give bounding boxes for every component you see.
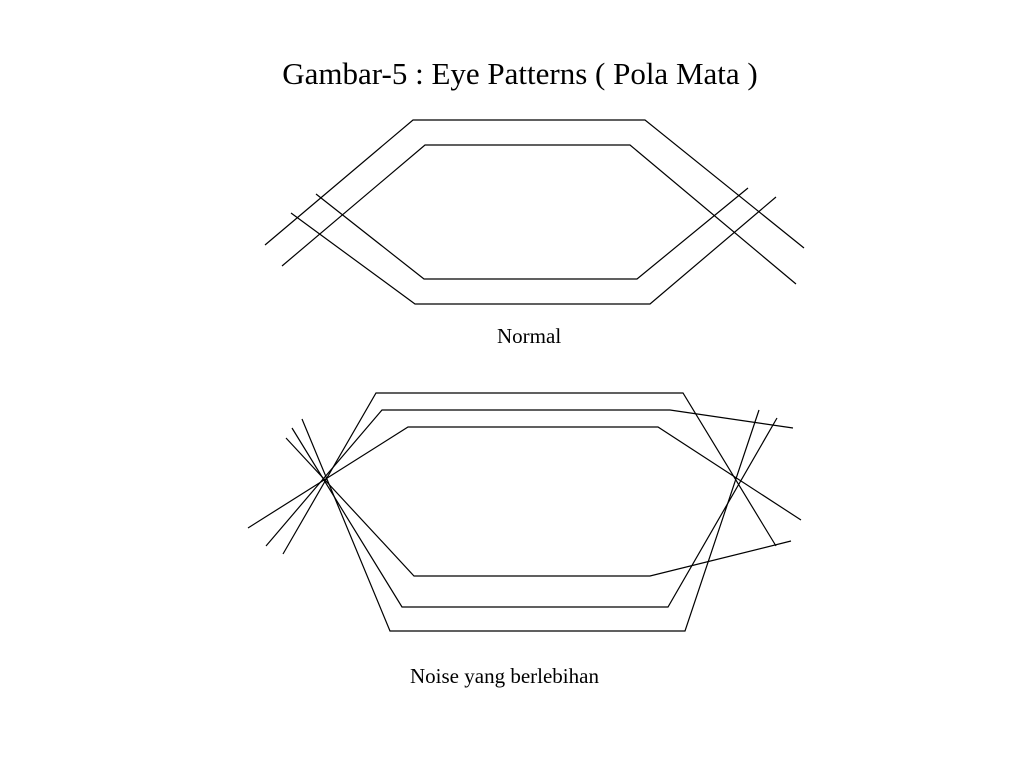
caption-normal: Normal <box>497 324 562 348</box>
eye-trace <box>285 437 792 577</box>
eye-outer-boundary <box>290 196 777 305</box>
eye-inner-boundary <box>281 144 797 285</box>
eye-trace <box>282 392 777 555</box>
eye-outer-boundary <box>264 119 805 249</box>
eye-trace <box>247 426 802 529</box>
eye-trace <box>301 409 760 632</box>
slide-title: Gambar-5 : Eye Patterns ( Pola Mata ) <box>282 56 758 91</box>
eye-inner-boundary <box>315 187 749 280</box>
eye-trace <box>291 417 778 608</box>
eye-trace <box>265 409 794 547</box>
caption-noise: Noise yang berlebihan <box>410 664 599 688</box>
